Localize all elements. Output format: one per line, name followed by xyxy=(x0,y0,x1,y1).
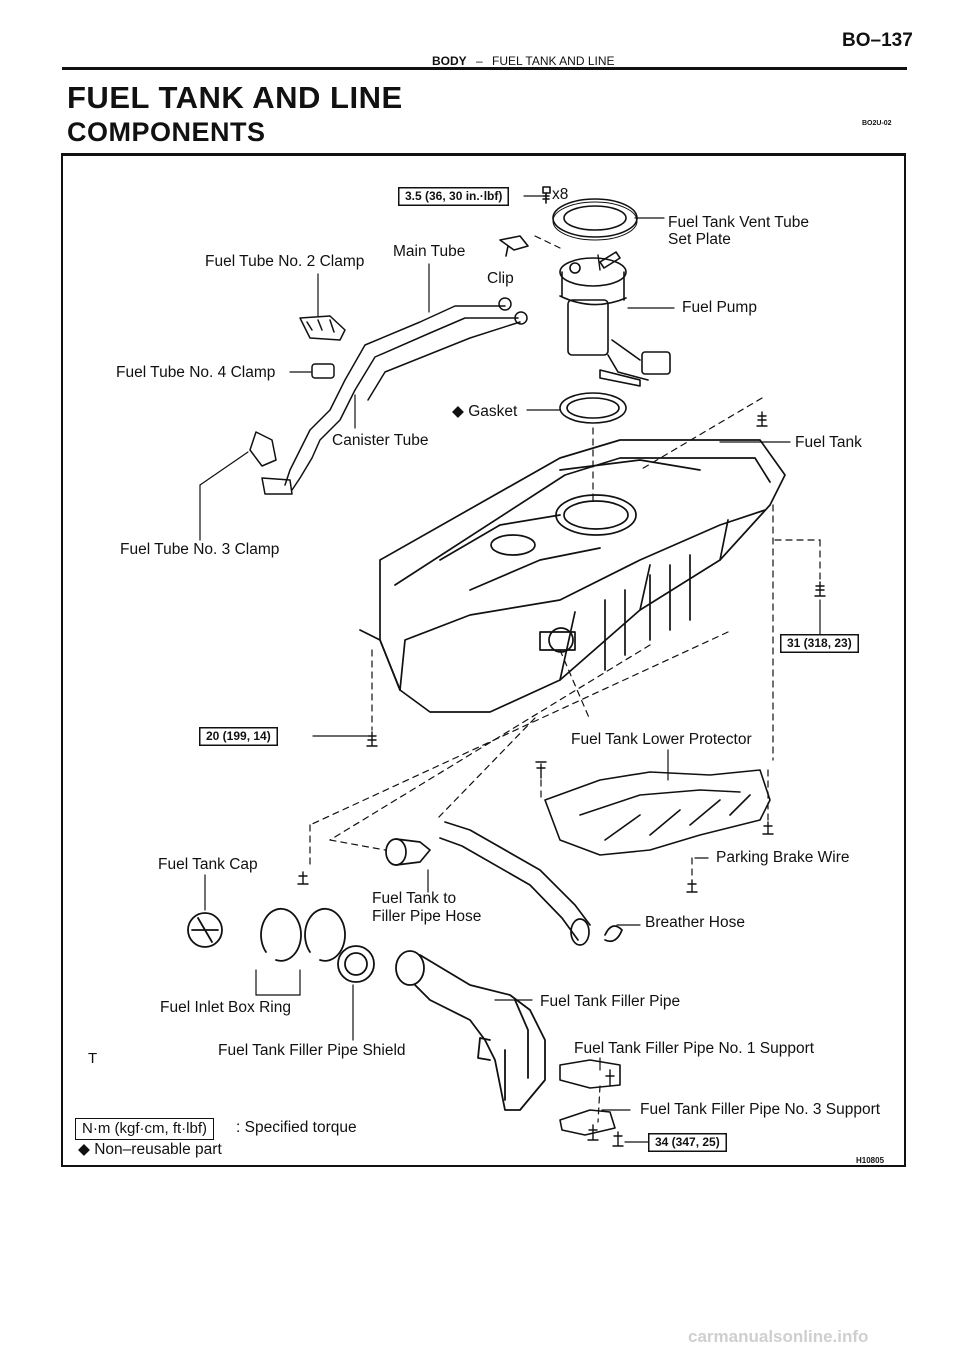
label-clamp-3: Fuel Tube No. 3 Clamp xyxy=(120,541,280,558)
legend-unit-box: N·m (kgf·cm, ft·lbf) xyxy=(75,1118,214,1140)
label-main-tube: Main Tube xyxy=(393,243,466,260)
breadcrumb: BODY – FUEL TANK AND LINE xyxy=(432,54,615,68)
label-tank-to-filler-2: Filler Pipe Hose xyxy=(372,908,482,925)
tubes-drawing xyxy=(249,297,528,495)
nonreusable-mark: ◆ xyxy=(452,403,464,420)
label-set-plate: Set Plate xyxy=(668,231,731,248)
page-subtitle: COMPONENTS xyxy=(67,117,266,147)
doc-code: BO2U-02 xyxy=(862,120,892,127)
t-marker: T xyxy=(88,1050,98,1067)
label-gasket-text: Gasket xyxy=(468,403,518,420)
label-filler-pipe-shield: Fuel Tank Filler Pipe Shield xyxy=(218,1042,406,1059)
breadcrumb-section: BODY xyxy=(432,54,467,68)
figure-frame xyxy=(61,153,906,1167)
cap-and-rings-drawing xyxy=(187,907,346,962)
torque-tank-left: 20 (199, 14) xyxy=(199,727,278,746)
fuel-pump-drawing xyxy=(559,251,671,387)
page-title: FUEL TANK AND LINE xyxy=(67,80,403,115)
supports-drawing xyxy=(559,1059,621,1136)
label-support-3: Fuel Tank Filler Pipe No. 3 Support xyxy=(640,1101,881,1118)
label-canister-tube: Canister Tube xyxy=(332,432,429,449)
legend-nonreusable: ◆ Non–reusable part xyxy=(78,1140,222,1159)
set-plate-ring-drawing xyxy=(552,198,638,241)
label-clamp-4: Fuel Tube No. 4 Clamp xyxy=(116,364,276,381)
label-clamp-2: Fuel Tube No. 2 Clamp xyxy=(205,253,365,270)
label-parking-brake-wire: Parking Brake Wire xyxy=(716,849,850,866)
breadcrumb-separator: – xyxy=(476,54,483,68)
filler-pipe-drawing xyxy=(337,945,546,1111)
label-clip: Clip xyxy=(487,270,514,287)
label-fuel-pump: Fuel Pump xyxy=(682,299,757,316)
bolts-drawing xyxy=(297,254,826,1147)
legend-unit-text: : Specified torque xyxy=(236,1119,357,1136)
label-inlet-box-ring: Fuel Inlet Box Ring xyxy=(160,999,291,1016)
page-number: BO–137 xyxy=(842,30,913,51)
label-vent-tube: Fuel Tank Vent Tube xyxy=(668,214,810,231)
label-support-1: Fuel Tank Filler Pipe No. 1 Support xyxy=(574,1040,815,1057)
torque-pump-set-plate: 3.5 (36, 30 in.·lbf) xyxy=(398,187,510,206)
header-rule xyxy=(62,67,907,70)
clip-drawing xyxy=(499,235,529,257)
legend-nonreusable-text: Non–reusable part xyxy=(94,1141,222,1158)
leader-lines xyxy=(199,195,821,1143)
filler-hose-drawing xyxy=(385,821,623,946)
label-fuel-tank: Fuel Tank xyxy=(795,434,862,451)
label-tank-to-filler-1: Fuel Tank to xyxy=(372,890,457,907)
watermark: carmanualsonline.info xyxy=(688,1327,869,1346)
torque-tank-right: 31 (318, 23) xyxy=(780,634,859,653)
gasket-drawing xyxy=(559,392,627,424)
torque-filler-support: 34 (347, 25) xyxy=(648,1133,727,1152)
label-filler-pipe: Fuel Tank Filler Pipe xyxy=(540,993,681,1010)
label-lower-protector: Fuel Tank Lower Protector xyxy=(571,731,752,748)
fuel-tank-drawing xyxy=(359,439,786,713)
label-breather-hose: Breather Hose xyxy=(645,914,745,931)
dashed-assembly-lines xyxy=(309,235,821,1123)
pump-bolt-drawing xyxy=(542,186,551,204)
bolt-count-label: x8 xyxy=(552,186,569,203)
label-fuel-tank-cap: Fuel Tank Cap xyxy=(158,856,258,873)
label-gasket: ◆ Gasket xyxy=(452,402,517,421)
legend-nonreusable-symbol: ◆ xyxy=(78,1141,90,1158)
figure-code: H10805 xyxy=(856,1156,885,1165)
lower-protector-drawing xyxy=(544,769,771,856)
breadcrumb-subsection: FUEL TANK AND LINE xyxy=(492,54,615,68)
